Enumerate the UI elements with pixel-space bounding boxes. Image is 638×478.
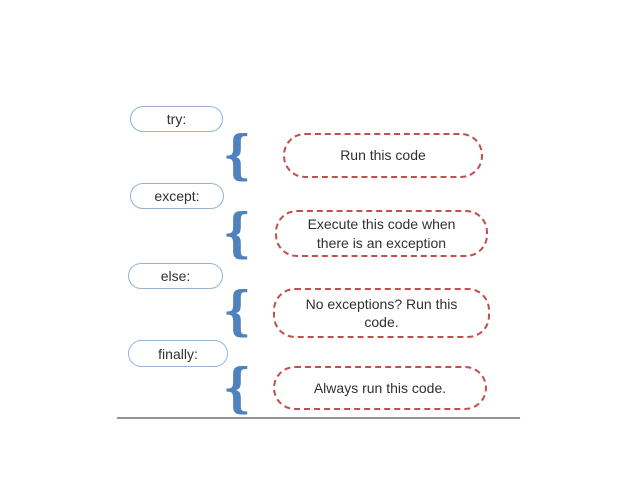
description-box-finally: Always run this code. bbox=[273, 366, 487, 410]
left-brace-icon: { bbox=[222, 281, 252, 342]
keyword-pill-else: else: bbox=[128, 263, 223, 289]
baseline-divider bbox=[117, 417, 520, 419]
keyword-pill-except: except: bbox=[130, 183, 224, 209]
keyword-pill-try: try: bbox=[130, 106, 223, 132]
keyword-pill-finally: finally: bbox=[128, 340, 228, 367]
description-box-except: Execute this code when there is an excep… bbox=[275, 210, 488, 257]
left-brace-icon: { bbox=[222, 357, 252, 419]
description-box-try: Run this code bbox=[283, 133, 483, 178]
left-brace-icon: { bbox=[222, 202, 252, 264]
description-box-else: No exceptions? Run this code. bbox=[273, 288, 490, 338]
left-brace-icon: { bbox=[222, 124, 252, 186]
